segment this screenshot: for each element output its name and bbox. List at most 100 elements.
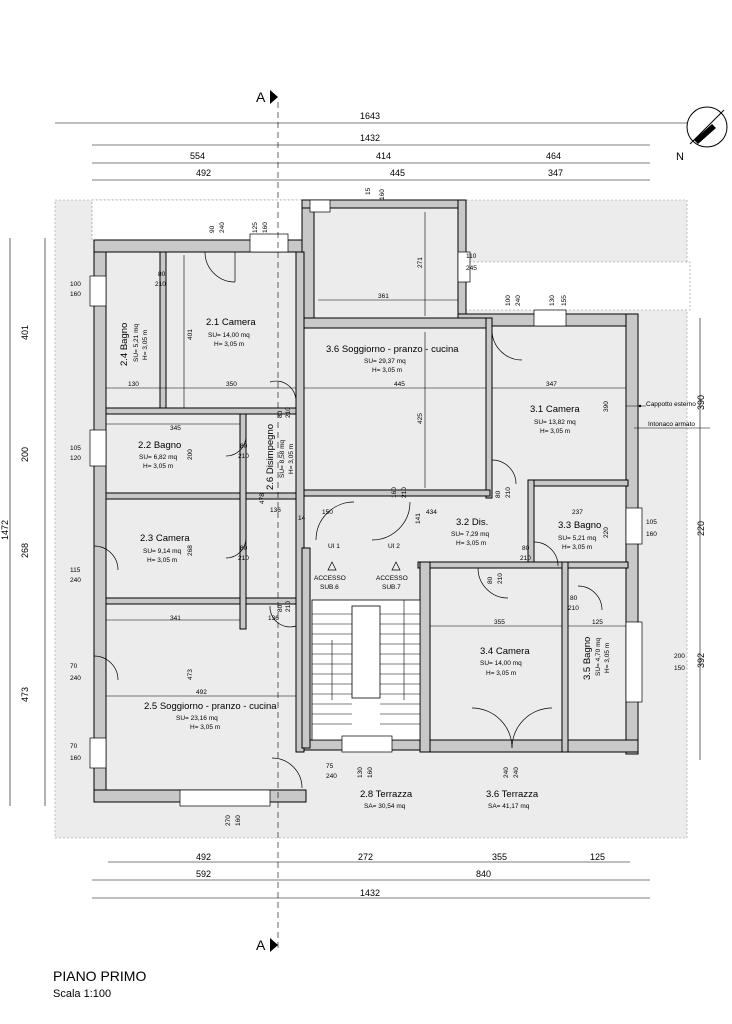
opening-height: 240 — [326, 773, 337, 780]
room-su: SU= 6,82 mq — [139, 454, 178, 461]
room-2-4-bagno: 2.4 Bagno SU= 5,21 mq H= 3,05 m — [119, 323, 149, 366]
inner-dim: 434 — [426, 509, 437, 516]
room-2-3-camera: 2.3 Camera SU= 9,14 mq H= 3,05 m — [140, 533, 190, 564]
inner-dim: 130 — [128, 381, 139, 388]
opening-height: 240 — [70, 577, 81, 584]
opening-height: 210 — [520, 555, 531, 562]
room-3-5-bagno: 3.5 Bagno SU= 4,70 mq H= 3,05 m — [582, 637, 611, 680]
inner-dim: 390 — [603, 401, 610, 412]
dimension-lines — [9, 102, 701, 950]
room-name: 3.3 Bagno — [558, 520, 601, 531]
opening-height: 240 — [515, 295, 522, 306]
opening-width: 100 — [70, 281, 81, 288]
opening-width: 80 — [570, 595, 578, 602]
room-h: H= 3,05 m — [147, 557, 177, 564]
opening-width: 200 — [674, 653, 685, 660]
room-name: 2.3 Camera — [140, 533, 190, 544]
opening-height: 210 — [285, 407, 292, 418]
room-3-3-bagno: 3.3 Bagno SU= 5,21 mq H= 3,05 m — [558, 520, 601, 551]
room-name: 2.1 Camera — [206, 317, 256, 328]
room-2-5-soggiorno: 2.5 Soggiorno - pranzo - cucina SU= 23,1… — [144, 701, 277, 731]
inner-dim: 355 — [494, 619, 505, 626]
dim-bottom-seg-2: 840 — [476, 869, 491, 879]
opening-height: 160 — [262, 222, 269, 233]
inner-dim: 220 — [603, 527, 610, 538]
drawing-scale: Scala 1:100 — [53, 988, 112, 1000]
opening-height: 160 — [70, 291, 81, 298]
dim-bottom-seg-1: 592 — [196, 869, 211, 879]
dim-top-inner-2: 445 — [390, 168, 405, 178]
construction-notes: Cappotto esterno Intonaco armato — [626, 401, 710, 429]
room-su: SU= 13,82 mq — [534, 419, 576, 426]
room-su: SU= 23,16 mq — [176, 715, 218, 722]
room-h: H= 3,05 m — [456, 540, 486, 547]
room-su: SU= 14,00 mq — [480, 660, 522, 667]
dim-bottom-inner-4: 125 — [590, 852, 605, 862]
inner-dim: 141 — [415, 513, 422, 524]
opening-width: 80 — [277, 410, 284, 418]
access-label-1: ACCESSO — [314, 575, 346, 582]
sub-label-1: SUB.6 — [320, 584, 339, 591]
opening-width: 70 — [70, 663, 78, 670]
opening-height: 160 — [235, 815, 242, 826]
room-name: 3.4 Camera — [480, 646, 530, 657]
dim-top-inner-3: 347 — [548, 168, 563, 178]
dim-left-seg-1: 401 — [20, 325, 30, 340]
section-label-bottom: A — [256, 937, 266, 953]
room-h: H= 3,05 m — [562, 544, 592, 551]
inner-dim: 445 — [394, 381, 405, 388]
inner-dim: 271 — [417, 257, 424, 268]
opening-height: 240 — [219, 222, 226, 233]
opening-height: 210 — [401, 487, 408, 498]
opening-width: 270 — [225, 815, 232, 826]
dim-top-small-b: 160 — [379, 189, 386, 200]
opening-width: 90 — [209, 225, 216, 233]
opening-height: 155 — [561, 295, 568, 306]
opening-height: 245 — [466, 265, 477, 272]
opening-height: 160 — [70, 755, 81, 762]
room-3-1-camera: 3.1 Camera SU= 13,82 mq H= 3,05 m — [530, 404, 580, 435]
section-marker-top: A — [256, 89, 278, 105]
terrace-top-left — [91, 199, 303, 241]
opening-width: 130 — [549, 295, 556, 306]
room-name: 2.8 Terrazza — [360, 789, 413, 800]
room-h: H= 3,05 m — [540, 428, 570, 435]
room-2-8-terrazza: 2.8 Terrazza SA= 30,54 mq — [360, 789, 413, 810]
door-swings — [93, 251, 603, 789]
opening-height: 120 — [70, 455, 81, 462]
room-su: SA= 30,54 mq — [364, 803, 406, 810]
opening-height: 160 — [367, 767, 374, 778]
north-arrow-icon: N — [676, 106, 728, 163]
room-3-6-terrazza: 3.6 Terrazza SA= 41,17 mq — [486, 789, 539, 810]
dim-left-seg-4: 473 — [20, 687, 30, 702]
room-2-6-disimpegno: 2.6 Disimpegno SU= 8,58 mq H= 3,05 m — [265, 424, 295, 490]
opening-width: 160 — [391, 487, 398, 498]
room-h: H= 3,05 m — [604, 643, 611, 673]
room-name: 2.6 Disimpegno — [265, 424, 276, 490]
dim-right-seg-3: 392 — [696, 653, 706, 668]
note-cappotto: Cappotto esterno — [646, 401, 696, 408]
dim-top-seg-1: 554 — [190, 151, 205, 161]
opening-width: 80 — [240, 545, 248, 552]
note-intonaco: Intonaco armato — [648, 421, 695, 428]
room-name: 3.1 Camera — [530, 404, 580, 415]
inner-dim: 200 — [187, 449, 194, 460]
ui1-label: UI 1 — [328, 543, 340, 550]
opening-height: 210 — [505, 487, 512, 498]
up-arrow-icon — [391, 561, 401, 571]
opening-width: 110 — [466, 253, 477, 260]
stairwell — [311, 599, 421, 741]
opening-height: 210 — [285, 601, 292, 612]
up-arrow-icon — [327, 561, 337, 571]
room-su: SU= 29,37 mq — [364, 358, 406, 365]
dim-left-total: 1472 — [0, 520, 10, 540]
outer-dimension-labels: 1643 1432 554 414 464 492 445 347 15 160… — [0, 111, 706, 898]
room-h: H= 3,05 m — [143, 463, 173, 470]
dim-bottom-total: 1432 — [360, 888, 380, 898]
inner-dim: 341 — [170, 615, 181, 622]
opening-height: 210 — [238, 453, 249, 460]
room-h: H= 3,05 m — [142, 330, 149, 360]
room-h: H= 3,05 m — [214, 341, 244, 348]
room-name: 2.4 Bagno — [119, 323, 130, 366]
